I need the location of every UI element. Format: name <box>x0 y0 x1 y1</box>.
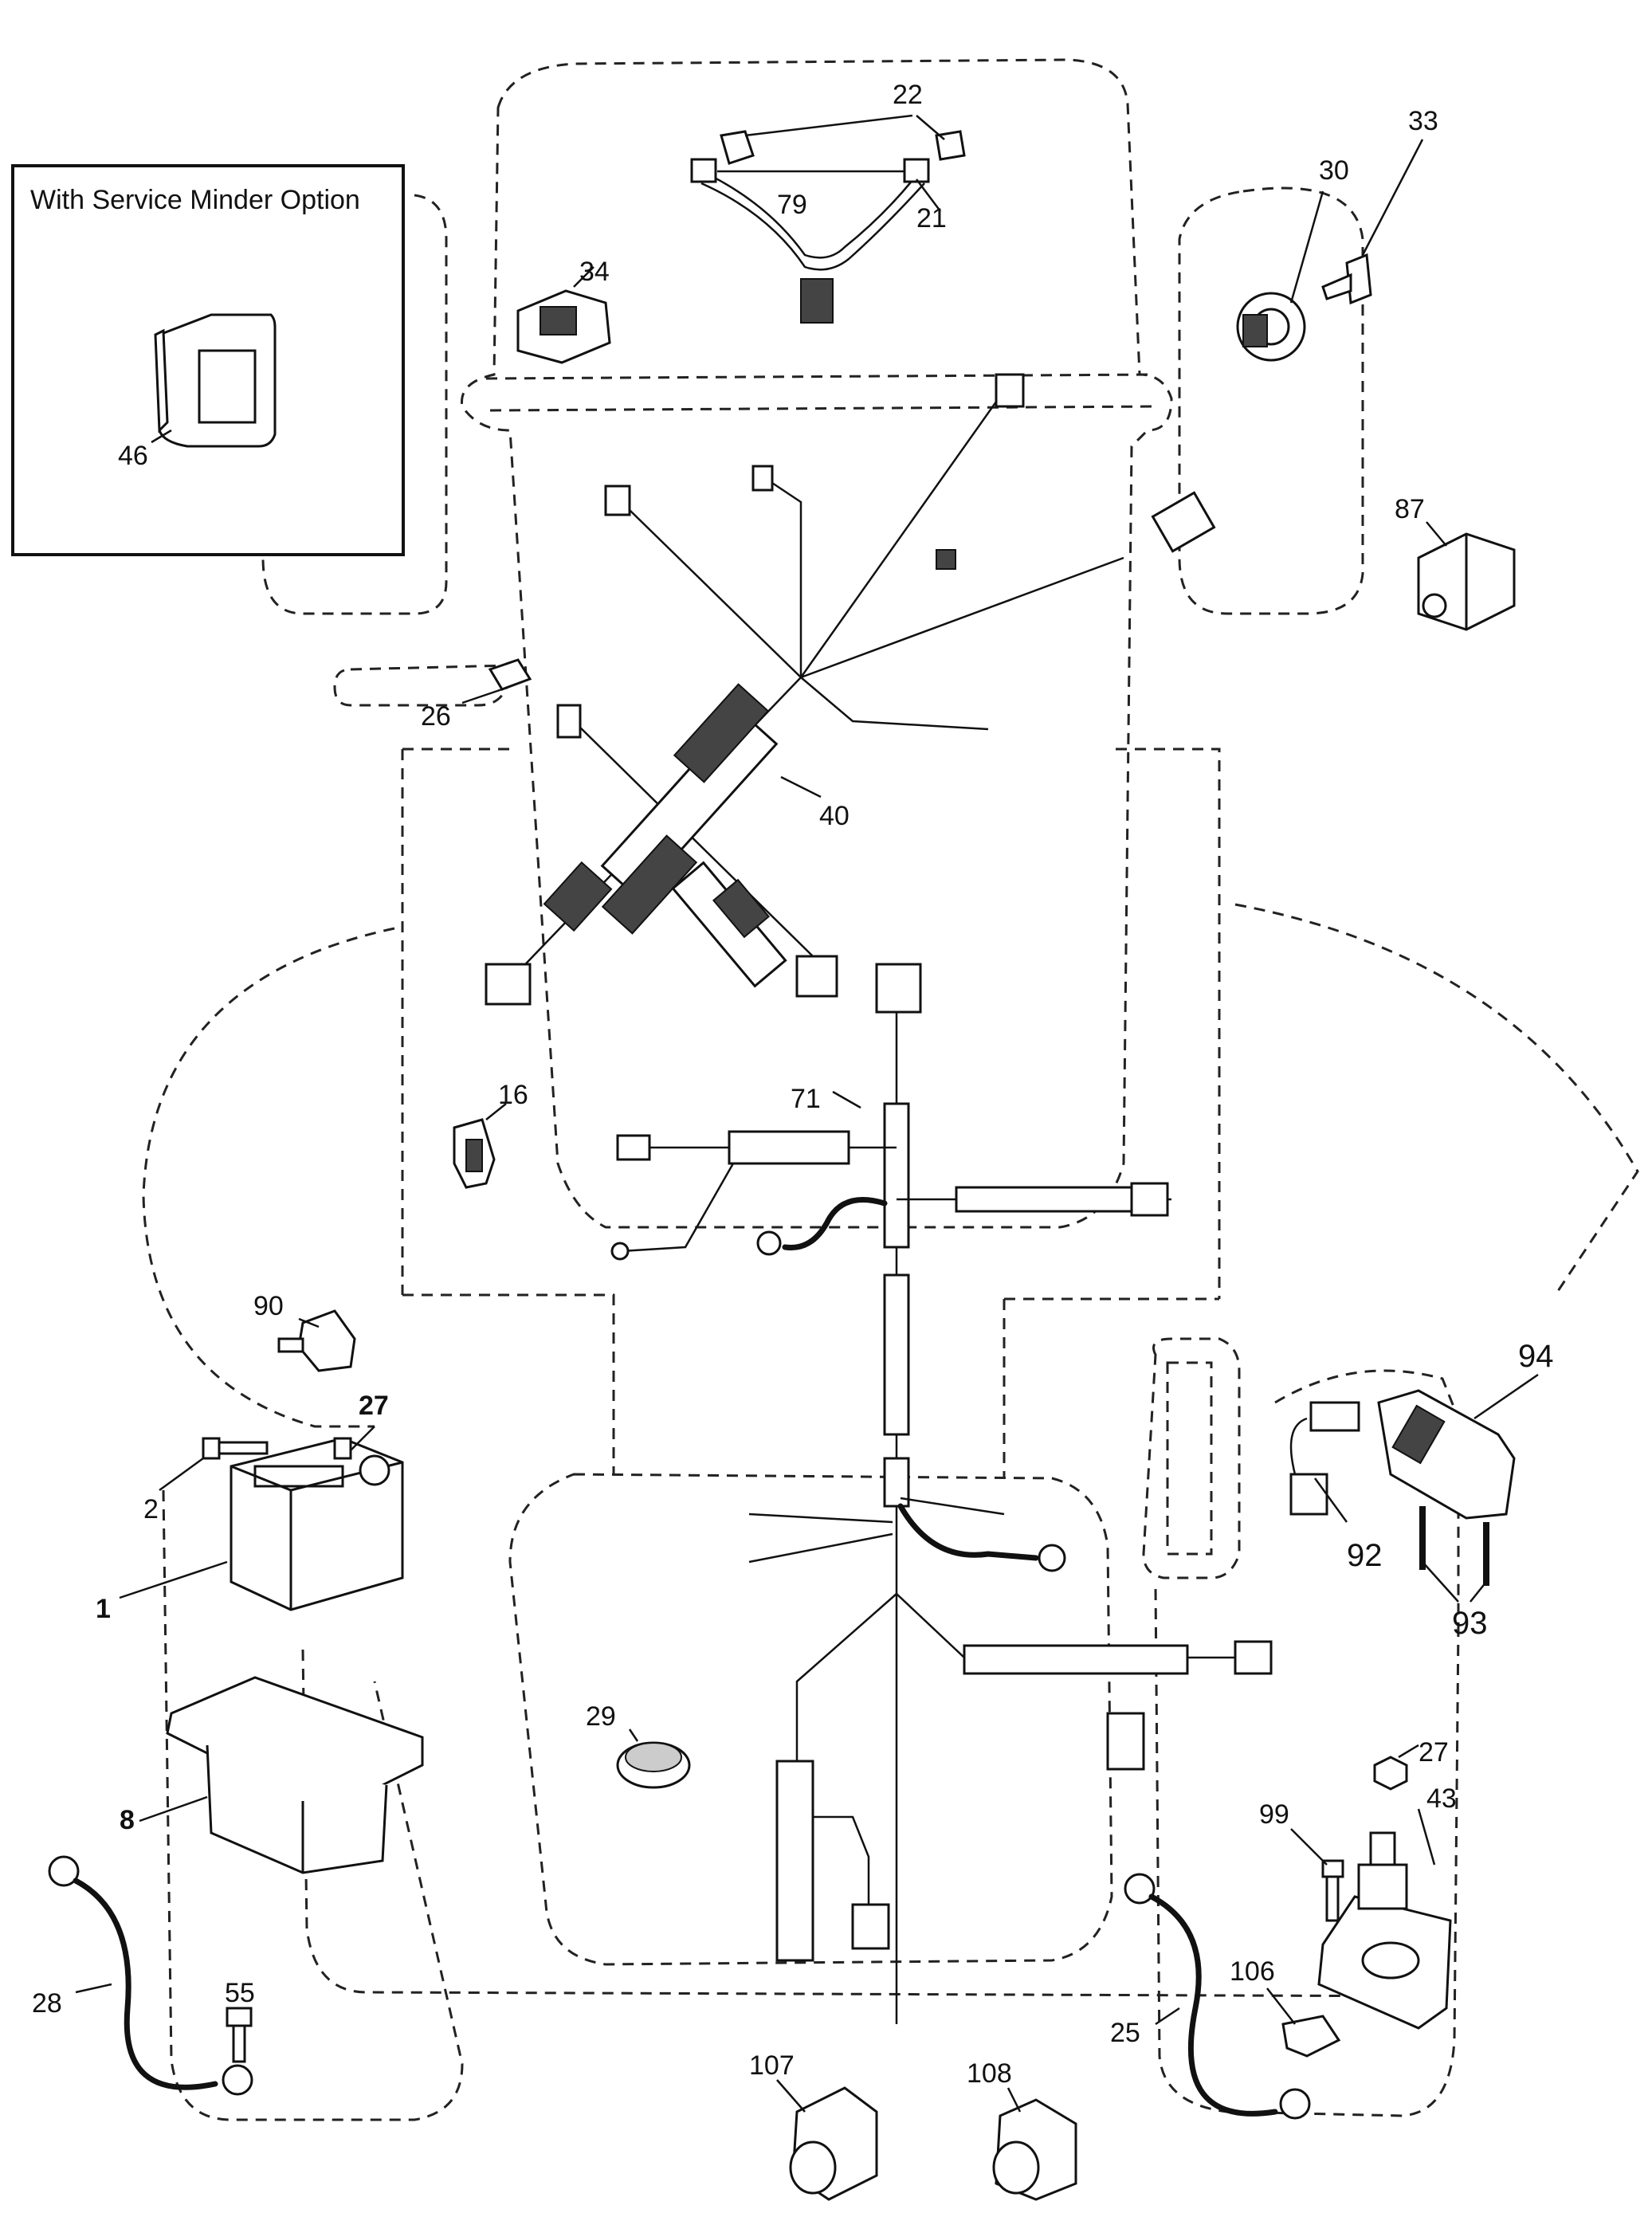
battery-cable-25-part <box>1124 1873 1311 2120</box>
callout-27b: 27 <box>1419 1737 1449 1768</box>
callout-26: 26 <box>421 701 451 732</box>
callout-94: 94 <box>1518 1339 1554 1374</box>
callout-28: 28 <box>32 1988 62 2019</box>
leader-22b <box>916 115 945 140</box>
callout-16: 16 <box>498 1080 528 1110</box>
main-harness-40-part <box>485 373 1216 1006</box>
callout-43: 43 <box>1426 1783 1457 1814</box>
leader-46 <box>151 429 172 444</box>
callout-79: 79 <box>777 190 807 220</box>
callout-87: 87 <box>1395 494 1425 524</box>
ignition-switch-30-part <box>1236 190 1324 362</box>
solenoid-107-part <box>776 2079 878 2201</box>
callout-21: 21 <box>916 203 947 233</box>
plug-29-part <box>616 1728 691 1789</box>
callout-22: 22 <box>893 80 923 110</box>
harness-71-part <box>610 963 1273 2024</box>
callout-99: 99 <box>1259 1799 1289 1830</box>
callout-71: 71 <box>791 1084 821 1114</box>
bolt-2-part <box>159 1437 269 1492</box>
battery-cable-28-part <box>48 1855 253 2096</box>
headlight-harness-part <box>690 114 966 324</box>
chassis-outlines <box>142 58 1639 2121</box>
callout-labels: 22 79 21 34 30 33 87 46 26 40 71 16 90 2… <box>32 80 1554 2089</box>
battery-1-part <box>119 1437 404 1611</box>
callout-90: 90 <box>253 1291 284 1321</box>
leader-22a <box>744 114 913 137</box>
callout-1: 1 <box>96 1594 111 1624</box>
screws-93-part <box>1419 1506 1489 1603</box>
callout-106: 106 <box>1230 1956 1275 1987</box>
callout-2: 2 <box>143 1494 159 1524</box>
switch-16-part <box>453 1103 507 1189</box>
solenoid-108-part <box>992 2087 1077 2201</box>
callout-55: 55 <box>225 1978 255 2008</box>
callout-27a: 27 <box>359 1391 389 1421</box>
callout-92: 92 <box>1347 1538 1383 1573</box>
callout-30: 30 <box>1319 155 1349 186</box>
callout-29: 29 <box>586 1701 616 1732</box>
nut-27b-part <box>1373 1744 1419 1791</box>
relay-87-part <box>1417 521 1516 631</box>
switch-34-part <box>516 266 611 364</box>
callout-25: 25 <box>1110 2018 1140 2048</box>
hour-meter-46-part <box>154 313 277 448</box>
sensor-90-part <box>277 1309 356 1372</box>
callout-34: 34 <box>579 257 610 287</box>
leader-21 <box>916 179 941 212</box>
inset-title: With Service Minder Option <box>30 185 360 215</box>
callout-93: 93 <box>1452 1606 1488 1641</box>
callout-33: 33 <box>1408 106 1438 136</box>
bolt-55-part <box>226 2007 253 2063</box>
callout-108: 108 <box>967 2058 1012 2089</box>
battery-tray-8-part <box>139 1676 424 1874</box>
clip-106-part <box>1266 1987 1341 2058</box>
key-33-part <box>1321 139 1424 305</box>
callout-107: 107 <box>749 2050 795 2081</box>
module-94-part <box>1377 1373 1539 1520</box>
callout-40: 40 <box>819 801 850 831</box>
callout-46: 46 <box>118 441 148 471</box>
fuse-26-part <box>461 658 532 704</box>
service-minder-inset: With Service Minder Option <box>11 164 405 556</box>
nut-27a-part <box>333 1426 375 1460</box>
bolt-99-part <box>1290 1828 1344 1922</box>
callout-8: 8 <box>120 1805 135 1835</box>
solenoid-43-part <box>1317 1808 1452 2030</box>
connector-92-part <box>1289 1401 1360 1523</box>
